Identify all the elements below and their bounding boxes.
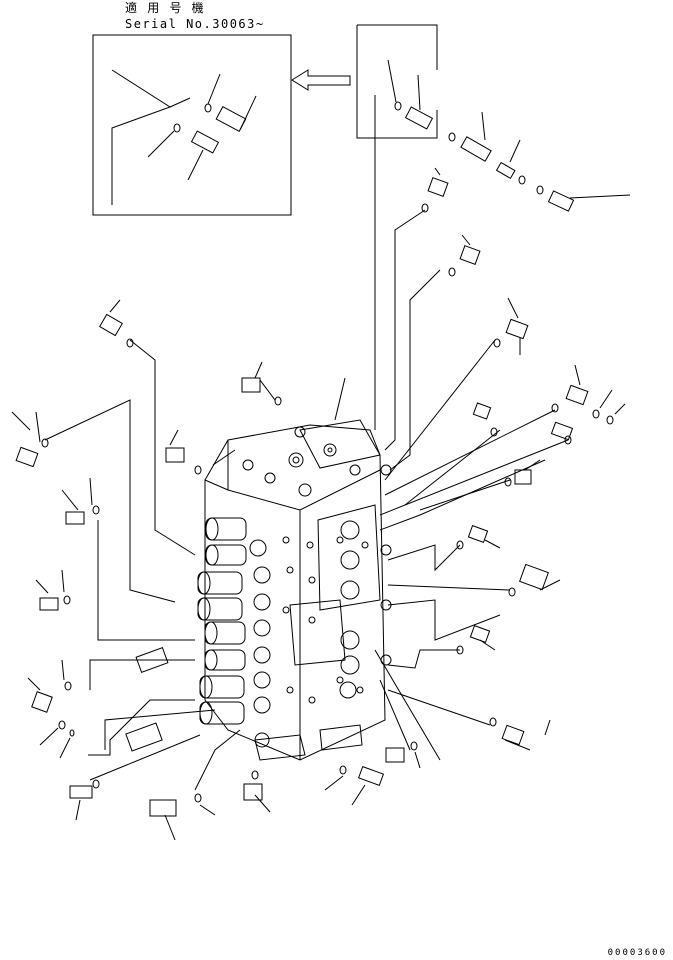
serial-applicability-caption: 適 用 号 機 Serial No.30063~ [125, 0, 265, 32]
detail-inset-box [93, 35, 291, 215]
leader-lines-left [45, 340, 275, 790]
applicability-label: 適 用 号 機 [125, 1, 206, 15]
reference-arrow [292, 70, 350, 90]
hose-fittings [16, 112, 630, 816]
callout-ticks [12, 168, 612, 840]
drawing-code: 00003600 [607, 948, 667, 958]
control-valve-body [198, 420, 391, 760]
spool-cartridge-stack [198, 518, 270, 747]
source-detail-box [357, 25, 437, 430]
leader-lines-right [375, 210, 568, 760]
serial-number-label: Serial No.30063~ [125, 17, 265, 31]
